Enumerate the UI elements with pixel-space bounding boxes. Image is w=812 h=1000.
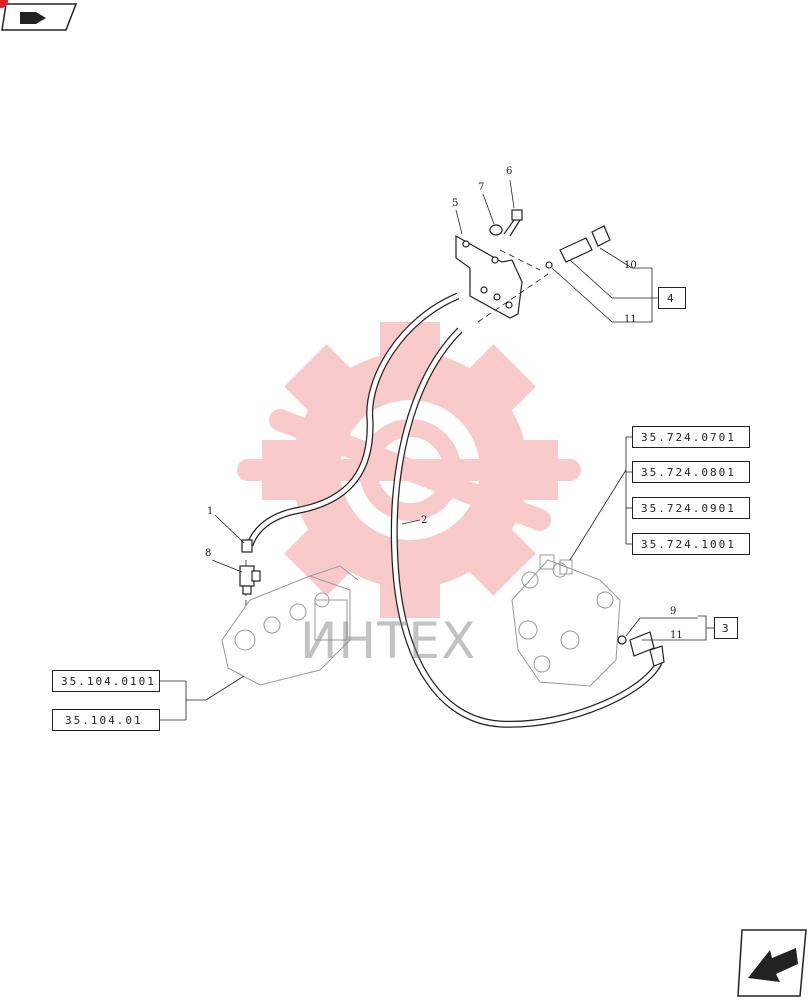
group-box-3[interactable]: 3 — [714, 617, 738, 639]
leader-lines — [160, 179, 714, 721]
hose-2 — [390, 327, 664, 728]
callout-11-top: 11 — [624, 314, 637, 325]
callout-6: 6 — [506, 166, 513, 177]
ref-link-valve-3[interactable]: 35.724.0901 — [632, 497, 750, 519]
fitting-elbow — [559, 225, 611, 263]
callout-2: 2 — [421, 515, 428, 526]
ref-link-pump-2[interactable]: 35.104.01 — [52, 709, 160, 731]
tee-fitting — [239, 565, 261, 595]
ref-link-valve-4[interactable]: 35.724.1001 — [632, 533, 750, 555]
watermark-gear-icon — [237, 322, 581, 618]
watermark-text: ИНТЕХ — [300, 612, 477, 670]
callout-1: 1 — [207, 506, 214, 517]
callout-11-valve: 11 — [670, 630, 683, 641]
ref-link-pump-1[interactable]: 35.104.0101 — [52, 670, 160, 692]
callout-10: 10 — [624, 260, 637, 271]
callout-5: 5 — [452, 198, 459, 209]
group-box-4[interactable]: 4 — [658, 287, 686, 309]
pump-assembly — [221, 565, 359, 686]
ref-link-valve-1[interactable]: 35.724.0701 — [632, 426, 750, 448]
hose-1 — [241, 292, 460, 553]
callout-7: 7 — [478, 182, 485, 193]
bolt — [503, 209, 523, 237]
corner-marker — [0, 0, 8, 8]
washer — [489, 224, 503, 236]
callout-9: 9 — [670, 606, 677, 617]
callout-8: 8 — [205, 548, 212, 559]
control-valve — [511, 554, 621, 687]
valve-fittings — [617, 631, 665, 667]
prev-page-arrow-icon[interactable] — [1, 3, 78, 31]
ref-link-valve-2[interactable]: 35.724.0801 — [632, 461, 750, 483]
o-ring — [545, 261, 553, 269]
next-page-arrow-icon[interactable] — [737, 929, 807, 997]
mounting-bracket — [455, 234, 523, 319]
